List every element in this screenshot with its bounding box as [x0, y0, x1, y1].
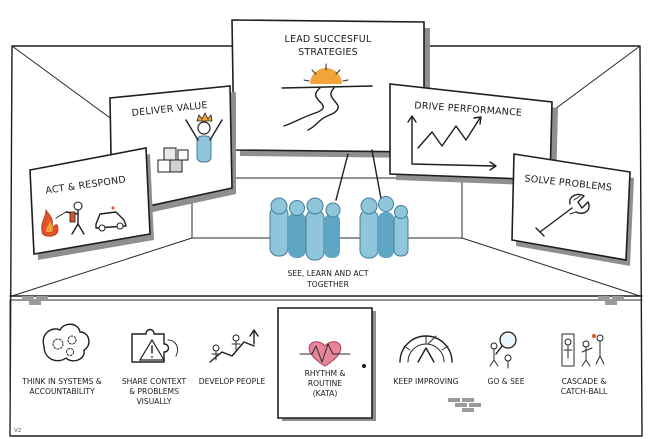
improvement-dome-icon	[399, 335, 453, 363]
wrench-icon	[535, 193, 590, 237]
svg-text:GO & SEE: GO & SEE	[487, 377, 524, 386]
car-icon	[95, 206, 127, 232]
practice-develop-people: DEVELOP PEOPLE	[199, 329, 266, 386]
puzzle-warning-icon	[131, 328, 179, 363]
svg-text:& PROBLEMS: & PROBLEMS	[129, 387, 179, 396]
rising-chart-icon	[407, 115, 497, 171]
team-caption-line-2: TOGETHER	[306, 280, 349, 289]
board-lead-strategies: LEAD SUCCESFUL STRATEGIES	[231, 19, 430, 158]
svg-text:RHYTHM &: RHYTHM &	[305, 369, 346, 378]
team-caption-line-1: SEE, LEARN AND ACT	[288, 269, 369, 278]
svg-text:DEVELOP PEOPLE: DEVELOP PEOPLE	[199, 377, 266, 386]
svg-text:SHARE CONTEXT: SHARE CONTEXT	[122, 377, 187, 386]
practice-share-context: SHARE CONTEXT & PROBLEMS VISUALLY	[122, 328, 187, 406]
signature-mark: V2	[14, 428, 21, 434]
catchball-people-icon	[561, 333, 605, 367]
brain-gears-icon	[42, 323, 90, 362]
board-title-line-1: LEAD SUCCESFUL	[285, 34, 372, 45]
board-act-respond: ACT & RESPOND	[29, 147, 154, 260]
magnifier-person-icon	[489, 331, 517, 369]
firefighter-person-icon	[55, 201, 85, 235]
practice-cascade-catchball: CASCADE & CATCH-BALL	[561, 333, 608, 396]
practice-think-systems: THINK IN SYSTEMS & ACCOUNTABILITY	[21, 323, 102, 396]
svg-text:ACCOUNTABILITY: ACCOUNTABILITY	[29, 387, 95, 396]
svg-text:ROUTINE: ROUTINE	[308, 379, 342, 388]
brick-decoration-left	[22, 296, 48, 305]
svg-text:THINK IN SYSTEMS &: THINK IN SYSTEMS &	[21, 377, 101, 386]
svg-text:VISUALLY: VISUALLY	[136, 397, 171, 406]
svg-text:CASCADE &: CASCADE &	[562, 377, 607, 386]
board-solve-problems: SOLVE PROBLEMS	[511, 153, 634, 266]
room-walls	[9, 45, 643, 437]
climbing-people-icon	[209, 329, 259, 363]
board-title-line-2: STRATEGIES	[298, 47, 358, 58]
brick-decoration-bottom	[448, 398, 481, 412]
practice-go-see: GO & SEE	[487, 331, 525, 386]
heartbeat-door-icon	[299, 341, 351, 367]
fire-icon	[41, 208, 59, 237]
team-people-icon	[269, 149, 409, 261]
crowned-person-icon	[185, 112, 223, 163]
svg-text:KEEP IMPROVING: KEEP IMPROVING	[393, 377, 458, 386]
practice-keep-improving: KEEP IMPROVING	[393, 335, 459, 386]
sunrise-road-icon	[281, 63, 373, 131]
svg-text:(KATA): (KATA)	[313, 389, 338, 398]
boxes-icon	[157, 147, 189, 173]
svg-text:CATCH-BALL: CATCH-BALL	[561, 387, 608, 396]
brick-decoration-right	[598, 296, 624, 305]
practice-rhythm-routine: RHYTHM & ROUTINE (KATA)	[299, 341, 351, 398]
